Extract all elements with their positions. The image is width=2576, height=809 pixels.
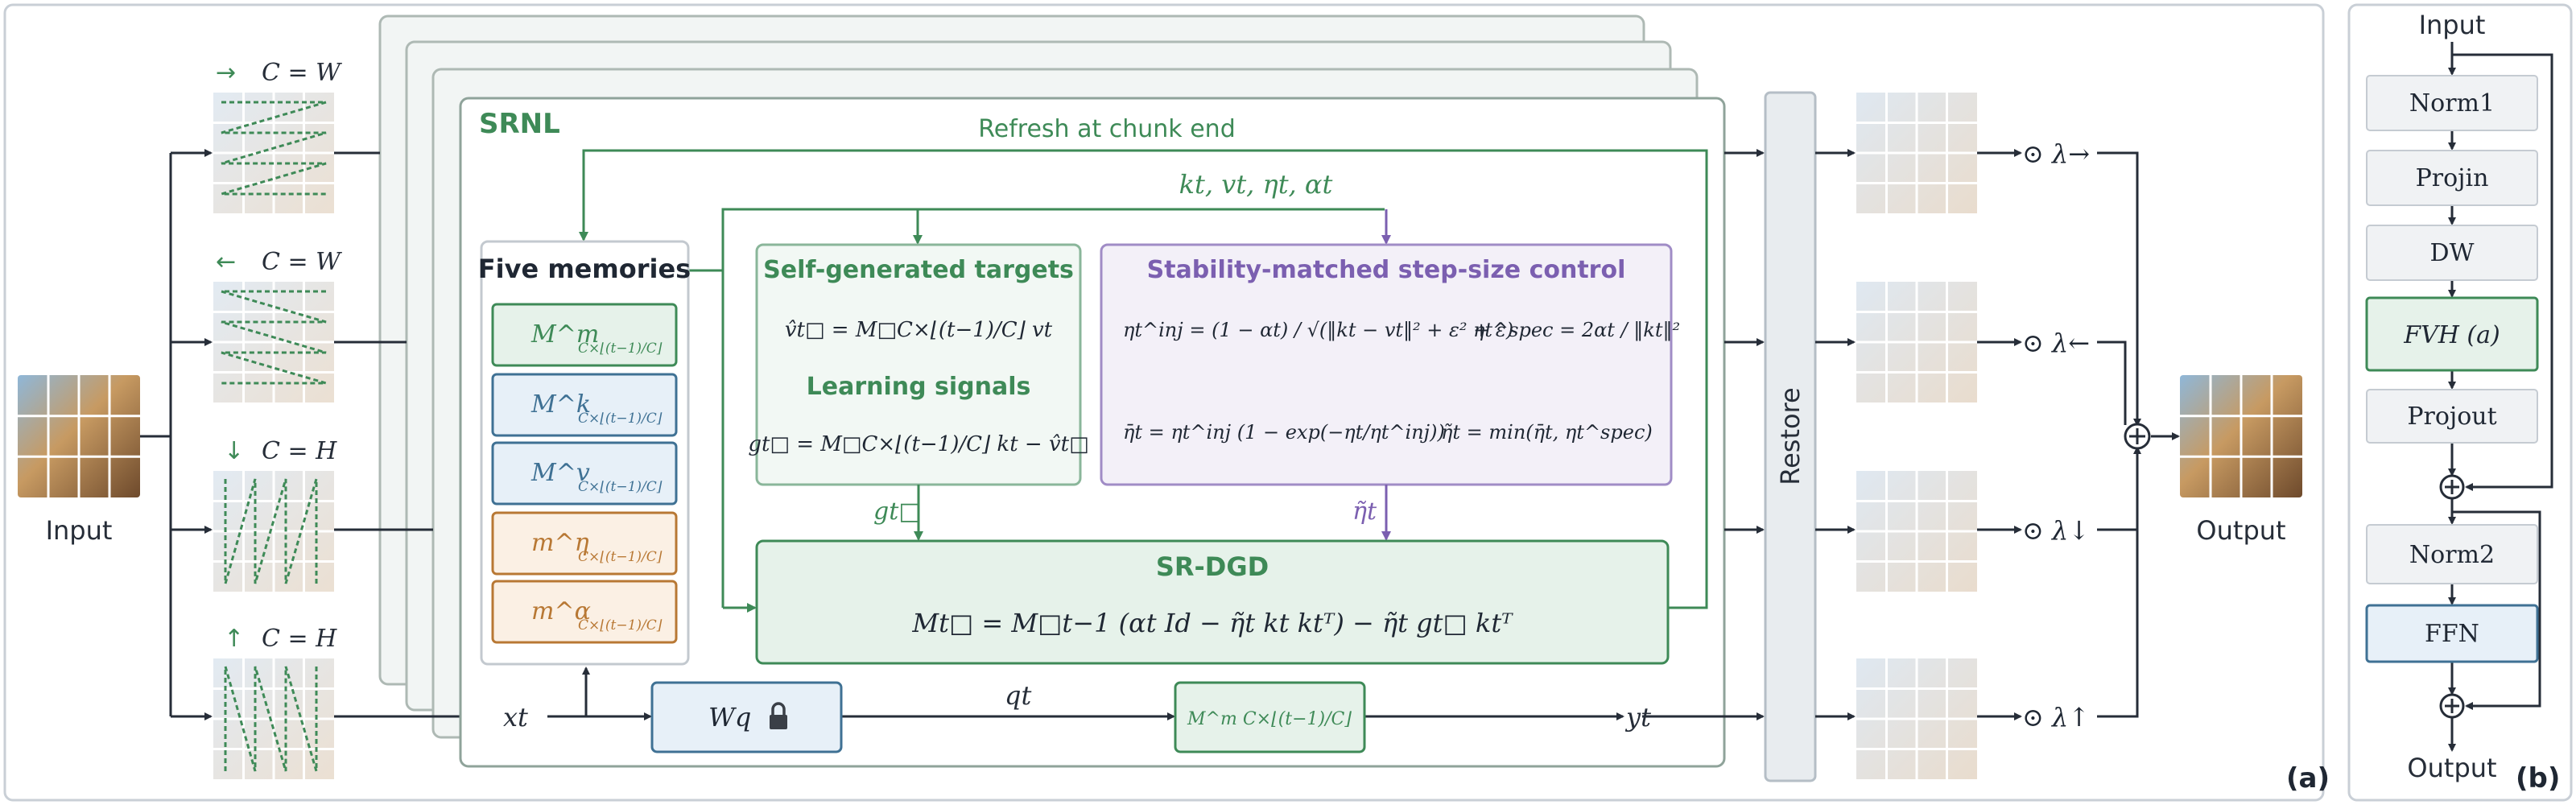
targets-eq2: gt□ = M□C×⌊(t−1)/C⌋ kt − v̂t□ xyxy=(748,432,1088,456)
eq-eta-spec: ηt^spec = 2αt / ‖kt‖² xyxy=(1473,319,1680,342)
svg-text:Norm2: Norm2 xyxy=(2409,541,2495,569)
svg-text:Projin: Projin xyxy=(2416,164,2489,192)
panel-b-add-node-1 xyxy=(2439,474,2465,500)
wq-box xyxy=(650,681,843,753)
sr-dgd-title: SR-DGD xyxy=(1156,551,1269,582)
scan-grid-right xyxy=(213,93,334,213)
targets-title: Self-generated targets xyxy=(763,256,1074,284)
to-restore-lines xyxy=(1642,149,1765,720)
scan-label: C = H xyxy=(262,625,337,653)
restored-grid-up xyxy=(1856,658,1977,779)
scan-label: C = W xyxy=(262,248,342,276)
panel-b-block-fvh: FVH (a) xyxy=(2365,296,2539,372)
bottom-pipeline xyxy=(547,667,1624,720)
svg-text:Norm1: Norm1 xyxy=(2409,89,2495,118)
memory-item-eta: m^η C×⌊(t−1)/C⌋ xyxy=(491,511,678,576)
scan-grid-left xyxy=(213,282,334,402)
output-image xyxy=(2180,375,2302,497)
panel-b-block-projin: Projin xyxy=(2366,150,2538,206)
stability-title: Stability-matched step-size control xyxy=(1147,256,1626,284)
scan-grid-up xyxy=(213,658,334,779)
panel-b-arrows xyxy=(2448,42,2553,752)
input-fork xyxy=(140,149,213,720)
five-memories-title: Five memories xyxy=(478,254,691,284)
panel-b-block-dw: DW xyxy=(2366,225,2538,281)
xt-label: xt xyxy=(503,702,528,733)
mem-out-box xyxy=(1174,681,1366,753)
svg-text:M^k: M^k xyxy=(530,390,591,419)
targets-eq1: v̂t□ = M□C×⌊(t−1)/C⌋ vt xyxy=(785,318,1053,342)
svg-text:C×⌊(t−1)/C⌋: C×⌊(t−1)/C⌋ xyxy=(578,341,663,357)
lock-icon xyxy=(770,702,787,729)
eq-eta-tilde: η̃t = min(η̄t, ηt^spec) xyxy=(1441,421,1653,444)
scan-labels: → C = W ← C = W ↓ C = H ↑ C = H xyxy=(216,59,342,653)
restored-grid-right xyxy=(1856,93,1977,213)
svg-text:C×⌊(t−1)/C⌋: C×⌊(t−1)/C⌋ xyxy=(578,411,663,427)
svg-text:FVH (a): FVH (a) xyxy=(2403,321,2500,349)
panel-a-tag: (a) xyxy=(2286,762,2330,795)
svg-text:DW: DW xyxy=(2430,239,2475,267)
scan-arrow: ← xyxy=(216,248,236,276)
panel-b-output-label: Output xyxy=(2407,753,2496,783)
svg-text:⊙ λ↓: ⊙ λ↓ xyxy=(2022,515,2090,546)
qt-label: qt xyxy=(1005,680,1031,711)
panel-b-block-norm1: Norm1 xyxy=(2366,75,2538,131)
memory-item-alpha: m^α C×⌊(t−1)/C⌋ xyxy=(491,580,678,644)
svg-text:⊙ λ←: ⊙ λ← xyxy=(2022,328,2090,358)
svg-text:C×⌊(t−1)/C⌋: C×⌊(t−1)/C⌋ xyxy=(578,549,663,565)
svg-text:Projout: Projout xyxy=(2407,402,2496,431)
svg-text:⊙ λ↑: ⊙ λ↑ xyxy=(2022,702,2090,733)
output-label: Output xyxy=(2196,515,2285,546)
sr-dgd-eq: Mt□ = M□t−1 (αt Id − η̃t kt ktᵀ) − η̃t g… xyxy=(911,608,1513,638)
eta-label: η̃t xyxy=(1352,497,1377,526)
signal-bus xyxy=(688,208,1385,613)
scan-label: C = H xyxy=(262,437,337,465)
sum-node xyxy=(2124,423,2151,450)
refresh-loop xyxy=(579,149,1708,609)
panel-b-block-norm2: Norm2 xyxy=(2366,524,2538,584)
svg-text:m^η: m^η xyxy=(531,529,589,557)
sr-dgd-box xyxy=(755,539,1670,665)
svg-text:FFN: FFN xyxy=(2425,620,2479,648)
panel-b-add-node-2 xyxy=(2439,693,2465,719)
restore-label: Restore xyxy=(1775,387,1806,485)
svg-text:M^m: M^m xyxy=(530,320,599,349)
memory-item-k: M^k C×⌊(t−1)/C⌋ xyxy=(491,373,678,437)
kv-signals: kt, vt, ηt, αt xyxy=(1179,169,1333,200)
scan-arrow: → xyxy=(216,59,236,87)
srnl-title: SRNL xyxy=(479,108,560,140)
scan-label: C = W xyxy=(262,59,342,87)
restore-bar xyxy=(1764,91,1817,782)
learning-signals-title: Learning signals xyxy=(807,373,1031,401)
restored-grid-left xyxy=(1856,282,1977,402)
svg-text:C×⌊(t−1)/C⌋: C×⌊(t−1)/C⌋ xyxy=(578,479,663,495)
svg-text:M^v: M^v xyxy=(530,459,590,487)
scan-arrow: ↑ xyxy=(224,625,244,653)
memory-item-m: M^m C×⌊(t−1)/C⌋ xyxy=(491,303,678,367)
memory-item-v: M^v C×⌊(t−1)/C⌋ xyxy=(491,441,678,506)
input-image xyxy=(18,375,140,497)
svg-text:m^α: m^α xyxy=(531,597,591,625)
wq-label: Wq xyxy=(708,702,751,733)
scan-grid-down xyxy=(213,471,334,592)
svg-text:⊙ λ→: ⊙ λ→ xyxy=(2022,138,2090,169)
panel-b-block-ffn: FFN xyxy=(2365,604,2539,663)
eq-eta-inj: ηt^inj = (1 − αt) / √(‖kt − vt‖² + ε² + … xyxy=(1123,319,1513,342)
svg-text:C×⌊(t−1)/C⌋: C×⌊(t−1)/C⌋ xyxy=(578,617,663,634)
lambda-labels: ⊙ λ→ ⊙ λ← ⊙ λ↓ ⊙ λ↑ xyxy=(2022,138,2090,733)
eq-eta-bar: η̄t = ηt^inj (1 − exp(−ηt/ηt^inj)) xyxy=(1123,421,1445,444)
restored-grid-down xyxy=(1856,471,1977,592)
refresh-label: Refresh at chunk end xyxy=(978,115,1235,143)
panel-b-block-projout: Projout xyxy=(2366,389,2538,444)
mem-out-label: M^m C×⌊(t−1)/C⌋ xyxy=(1187,709,1352,729)
g-label: gt□ xyxy=(873,497,922,526)
scan-arrow: ↓ xyxy=(224,437,244,465)
lambda-lines xyxy=(1977,149,2180,720)
input-label: Input xyxy=(46,515,113,546)
panel-b-tag: (b) xyxy=(2516,762,2560,795)
restore-output-lines xyxy=(1815,149,1856,720)
panel-b-input-label: Input xyxy=(2419,10,2486,40)
